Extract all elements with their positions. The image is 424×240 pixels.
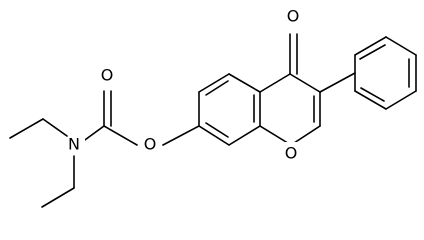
- carbonyl-oxygen-label: O: [287, 7, 300, 26]
- ester-oxygen-label: O: [144, 135, 157, 154]
- molecule-diagram: O O O O N: [9, 6, 417, 208]
- chromone-benzene-ring: [198, 73, 261, 146]
- ring-oxygen-group: O: [280, 142, 302, 164]
- ethyl-groups: [9, 118, 75, 208]
- chromone-pyranone-ring: [259, 72, 356, 146]
- phenyl-ring: [354, 36, 417, 110]
- ketone-group: O: [282, 6, 304, 75]
- ring-oxygen-label: O: [285, 144, 298, 163]
- carbamate-group: O O N: [63, 64, 200, 155]
- chemical-structure: O O O O N: [9, 6, 417, 208]
- carbamate-oxygen-label: O: [101, 66, 114, 85]
- nitrogen-label: N: [68, 135, 80, 154]
